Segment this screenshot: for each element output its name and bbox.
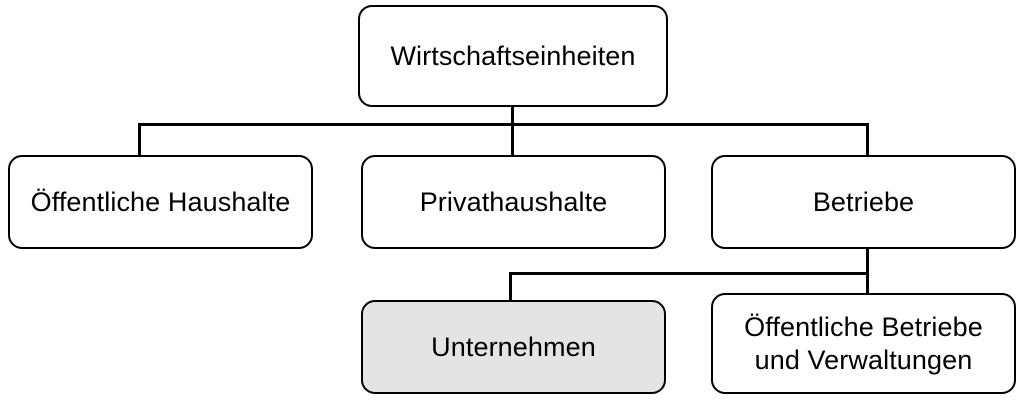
connector-drop-haushalte: [138, 123, 141, 156]
node-label-wirtschaftseinheiten: Wirtschaftseinheiten: [390, 40, 636, 71]
connector-drop-unternehmen: [509, 272, 512, 302]
node-label-unternehmen: Unternehmen: [431, 331, 596, 362]
connector-root-stem: [511, 107, 514, 126]
node-label-oeffentliche-betriebe: Öffentliche Betriebe und Verwaltungen: [744, 311, 983, 375]
node-label-privathaushalte: Privathaushalte: [419, 186, 608, 217]
node-label-oeffentliche-haushalte: Öffentliche Haushalte: [30, 186, 291, 217]
node-oeffentliche-betriebe[interactable]: Öffentliche Betriebe und Verwaltungen: [711, 293, 1016, 394]
connector-drop-betriebe: [866, 123, 869, 156]
connector-drop-private: [511, 123, 514, 156]
connector-bus-level-1: [138, 123, 869, 126]
node-unternehmen[interactable]: Unternehmen: [361, 300, 666, 394]
node-label-betriebe: Betriebe: [812, 186, 915, 217]
node-privathaushalte[interactable]: Privathaushalte: [361, 155, 666, 249]
node-betriebe[interactable]: Betriebe: [711, 155, 1016, 249]
connector-bus-level-2: [509, 272, 869, 275]
node-wirtschaftseinheiten[interactable]: Wirtschaftseinheiten: [358, 5, 668, 107]
node-oeffentliche-haushalte[interactable]: Öffentliche Haushalte: [8, 155, 313, 249]
